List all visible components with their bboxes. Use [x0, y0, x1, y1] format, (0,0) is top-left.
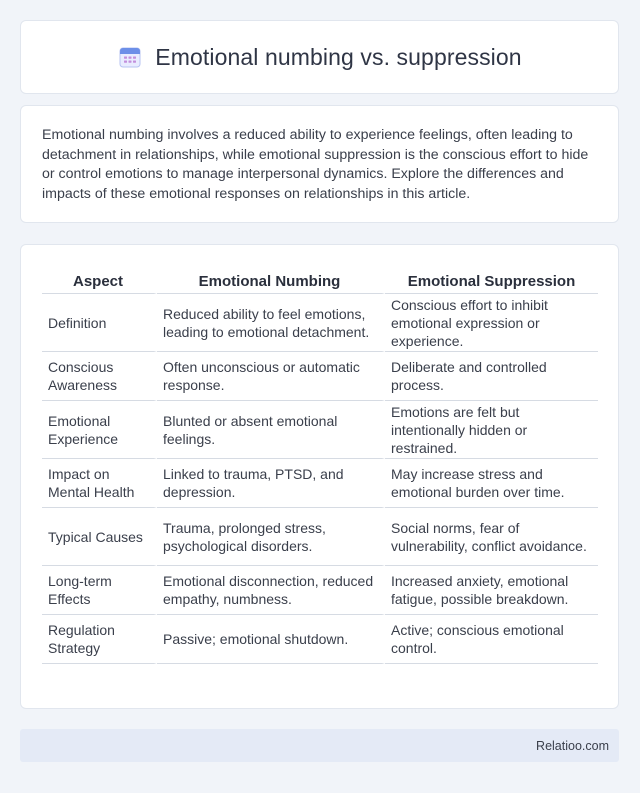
comparison-table: Aspect Emotional Numbing Emotional Suppr…	[42, 265, 598, 664]
cell-numbing: Linked to trauma, PTSD, and depression.	[157, 459, 385, 508]
column-header-aspect: Aspect	[42, 265, 157, 294]
intro-text: Emotional numbing involves a reduced abi…	[42, 127, 589, 202]
cell-aspect: Definition	[42, 294, 157, 352]
title-card: Emotional numbing vs. suppression	[20, 20, 619, 94]
cell-suppression: Emotions are felt but intentionally hidd…	[385, 401, 598, 459]
intro-card: Emotional numbing involves a reduced abi…	[20, 105, 619, 223]
cell-suppression: Active; conscious emotional control.	[385, 615, 598, 664]
title-wrap: Emotional numbing vs. suppression	[117, 43, 522, 71]
calendar-icon	[119, 47, 141, 68]
cell-aspect: Typical Causes	[42, 508, 157, 566]
cell-suppression: May increase stress and emotional burden…	[385, 459, 598, 508]
table-row: Regulation Strategy Passive; emotional s…	[42, 615, 598, 664]
cell-aspect: Long-term Effects	[42, 566, 157, 615]
column-header-emotional-suppression: Emotional Suppression	[385, 265, 598, 294]
cell-numbing: Reduced ability to feel emotions, leadin…	[157, 294, 385, 352]
table-row: Emotional Experience Blunted or absent e…	[42, 401, 598, 459]
cell-aspect: Impact on Mental Health	[42, 459, 157, 508]
cell-suppression: Conscious effort to inhibit emotional ex…	[385, 294, 598, 352]
page-title: Emotional numbing vs. suppression	[155, 43, 522, 70]
table-row: Typical Causes Trauma, prolonged stress,…	[42, 508, 598, 566]
cell-suppression: Increased anxiety, emotional fatigue, po…	[385, 566, 598, 615]
cell-numbing: Emotional disconnection, reduced empathy…	[157, 566, 385, 615]
cell-numbing: Passive; emotional shutdown.	[157, 615, 385, 664]
cell-numbing: Trauma, prolonged stress, psychological …	[157, 508, 385, 566]
cell-numbing: Blunted or absent emotional feelings.	[157, 401, 385, 459]
table-row: Impact on Mental Health Linked to trauma…	[42, 459, 598, 508]
table-header-row: Aspect Emotional Numbing Emotional Suppr…	[42, 265, 598, 294]
footer: Relatioo.com	[20, 729, 619, 762]
cell-suppression: Deliberate and controlled process.	[385, 352, 598, 401]
cell-aspect: Regulation Strategy	[42, 615, 157, 664]
table-card: Aspect Emotional Numbing Emotional Suppr…	[20, 244, 619, 709]
footer-brand: Relatioo.com	[536, 738, 609, 753]
table-row: Long-term Effects Emotional disconnectio…	[42, 566, 598, 615]
cell-aspect: Conscious Awareness	[42, 352, 157, 401]
column-header-emotional-numbing: Emotional Numbing	[157, 265, 385, 294]
cell-numbing: Often unconscious or automatic response.	[157, 352, 385, 401]
table-row: Definition Reduced ability to feel emoti…	[42, 294, 598, 352]
cell-suppression: Social norms, fear of vulnerability, con…	[385, 508, 598, 566]
cell-aspect: Emotional Experience	[42, 401, 157, 459]
table-row: Conscious Awareness Often unconscious or…	[42, 352, 598, 401]
